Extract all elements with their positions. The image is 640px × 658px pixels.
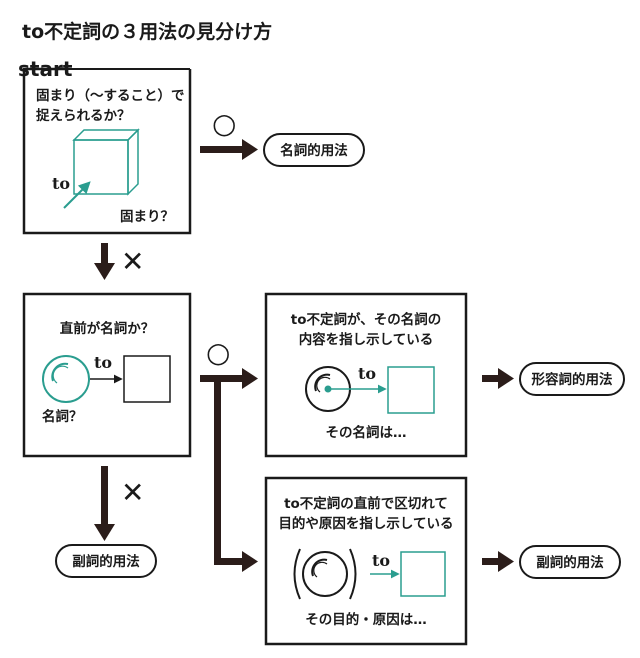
box3-caption: その名詞は… [326, 424, 407, 441]
yes-branch-arrows [200, 368, 258, 572]
box1-to-arrow [63, 181, 91, 209]
page-title: to不定詞の３用法の見分け方 [22, 20, 272, 43]
box2-question: 直前が名詞か？ [60, 320, 155, 337]
result-adverb-right-pill: 副詞的用法 [519, 545, 621, 579]
box2-caption: 名詞？ [42, 408, 83, 425]
noun-ball-icon-3 [302, 551, 348, 597]
box4-line1: to不定詞の直前で区切れて [284, 495, 448, 512]
result-adjective-pill: 形容詞的用法 [519, 362, 625, 396]
arrow-to-adverb-right [482, 551, 514, 572]
box2-to-label: to [94, 353, 112, 372]
right-bracket-icon [349, 548, 357, 600]
yes-mark-1: ○ [212, 107, 236, 140]
box3-to-label: to [358, 364, 376, 383]
box1-question-line1: 固まり（〜すること）で [36, 88, 185, 104]
result-adverb-left-label: 副詞的用法 [72, 553, 140, 570]
box4-caption: その目的・原因は… [305, 611, 427, 628]
result-noun-label: 名詞的用法 [280, 142, 348, 159]
box-adverb-usage: to不定詞の直前で区切れて 目的や原因を指し示している to その目的・原因は… [264, 476, 468, 646]
box4-line2: 目的や原因を指し示している [278, 515, 453, 532]
box1-caption: 固まり？ [120, 209, 174, 225]
yes-arrow-1 [200, 139, 258, 160]
left-bracket-icon [293, 548, 301, 600]
box3-square [387, 366, 435, 414]
box4-to-label: to [372, 551, 390, 570]
no-mark-1: ✕ [121, 245, 144, 278]
box3-dot [324, 385, 332, 393]
box-noun-question: 直前が名詞か？ to 名詞？ [22, 292, 192, 458]
no-mark-2: ✕ [121, 476, 144, 509]
box-chunk-question: 固まり（〜すること）で 捉えられるか？ to 固まり？ [22, 67, 192, 235]
yes-mark-2: ○ [206, 336, 230, 369]
result-adjective-label: 形容詞的用法 [532, 371, 613, 388]
box4-square [400, 551, 446, 597]
box2-square [123, 355, 171, 403]
box1-to-label: to [52, 174, 70, 193]
no-arrow-1 [94, 243, 115, 280]
box1-question-line2: 捉えられるか？ [36, 107, 131, 124]
no-arrow-2 [94, 466, 115, 541]
noun-ball-icon [42, 355, 90, 403]
result-noun-pill: 名詞的用法 [263, 133, 365, 167]
box3-line2: 内容を指し示している [299, 331, 434, 348]
arrow-to-adjective [482, 368, 514, 389]
box3-line1: to不定詞が、その名詞の [291, 311, 441, 328]
chunk-cube-icon [72, 128, 140, 196]
box-adjective-usage: to不定詞が、その名詞の 内容を指し示している to その名詞は… [264, 292, 468, 458]
result-adverb-left-pill: 副詞的用法 [55, 544, 157, 578]
result-adverb-right-label: 副詞的用法 [536, 554, 604, 571]
